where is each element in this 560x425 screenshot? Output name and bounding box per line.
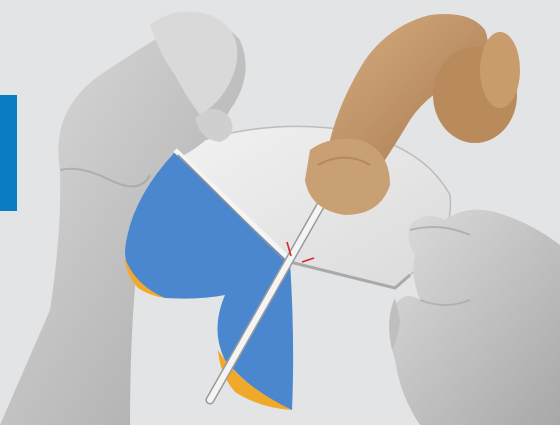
right-hand-icon [389,210,560,425]
